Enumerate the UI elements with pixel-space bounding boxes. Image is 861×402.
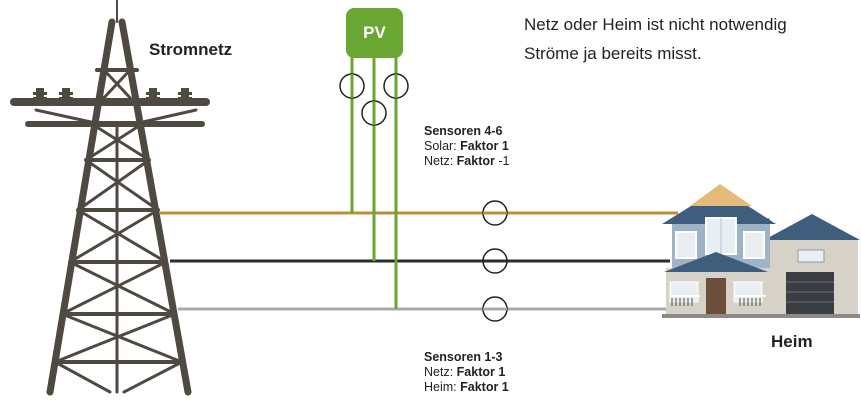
insulators-icon (33, 88, 192, 102)
sensors-top-heading: Sensoren 4-6 (424, 124, 503, 138)
sensors-top-line-2: Netz: Faktor -1 (424, 154, 510, 168)
grid-label: Stromnetz (149, 40, 233, 59)
sensors-top-line-1: Solar: Faktor 1 (424, 139, 509, 153)
pv-box (346, 8, 403, 58)
house-icon (662, 184, 860, 318)
sensors-top-legend: Sensoren 4-6 Solar: Faktor 1 Netz: Fakto… (424, 124, 509, 169)
sensors-bottom-legend: Sensoren 1-3 Netz: Faktor 1 Heim: Faktor… (424, 350, 509, 395)
sensors-bottom-line-1: Netz: Faktor 1 (424, 365, 506, 379)
sensors-bottom-heading: Sensoren 1-3 (424, 350, 503, 364)
intro-line-1: Netz oder Heim ist nicht notwendig (524, 15, 787, 34)
intro-text: Netz oder Heim ist nicht notwendig Ström… (524, 10, 861, 68)
power-tower-icon (10, 0, 210, 396)
home-label: Heim (771, 332, 813, 351)
pv-label: PV (363, 23, 386, 42)
intro-line-2: Ströme ja bereits misst. (524, 44, 702, 63)
sensors-bottom-line-2: Heim: Faktor 1 (424, 380, 509, 394)
